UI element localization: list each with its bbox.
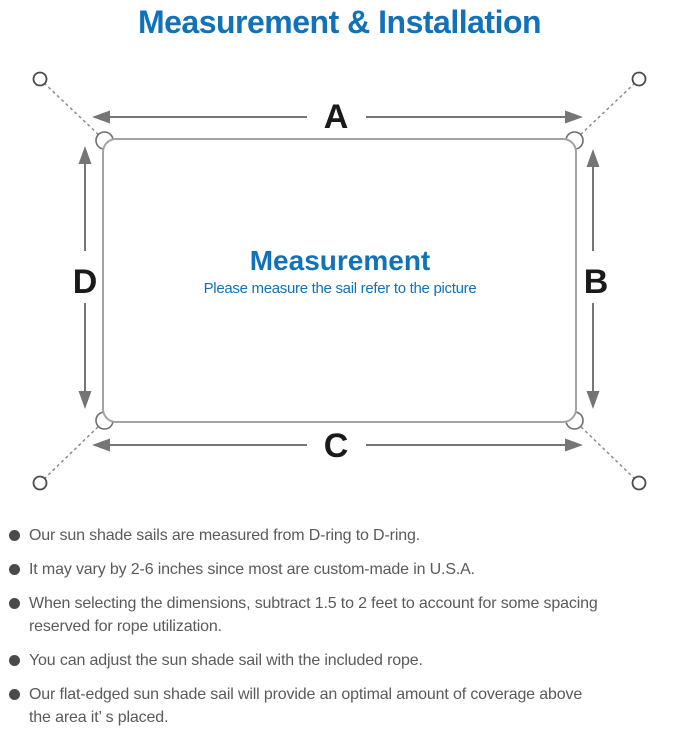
rope-line-top-right-icon [578, 82, 636, 137]
dimension-label-c: C [324, 427, 349, 465]
rope-line-bottom-left-icon [43, 424, 101, 480]
note-text: You can adjust the sun shade sail with t… [29, 652, 423, 669]
bullet-icon [9, 598, 20, 609]
arrow-head-down-icon [586, 391, 600, 409]
arrow-head-right-icon [565, 438, 583, 452]
note-text: Our flat-edged sun shade sail will provi… [29, 686, 583, 726]
list-item: You can adjust the sun shade sail with t… [8, 649, 676, 672]
notes-list: Our sun shade sails are measured from D-… [8, 524, 676, 740]
bullet-icon [9, 564, 20, 575]
bullet-icon [9, 689, 20, 700]
rope-line-top-left-icon [43, 82, 101, 137]
arrow-head-left-icon [92, 438, 110, 452]
list-item: Our sun shade sails are measured from D-… [8, 524, 676, 547]
anchor-ring-bottom-right-icon [631, 475, 647, 491]
sail-measurement-diagram: A C D B Measurement Please measure the s… [32, 71, 647, 491]
arrow-head-down-icon [78, 391, 92, 409]
note-text: Our sun shade sails are measured from D-… [29, 527, 421, 544]
arrow-head-up-icon [78, 146, 92, 164]
list-item: When selecting the dimensions, subtract … [8, 592, 676, 638]
list-item: Our flat-edged sun shade sail will provi… [8, 683, 676, 729]
anchor-ring-top-right-icon [631, 71, 647, 87]
dimension-label-d: D [73, 263, 98, 301]
note-text: When selecting the dimensions, subtract … [29, 595, 598, 635]
arrow-head-left-icon [92, 110, 110, 124]
list-item: It may vary by 2-6 inches since most are… [8, 558, 676, 581]
arrow-head-up-icon [586, 149, 600, 167]
diagram-center-subtitle: Please measure the sail refer to the pic… [204, 280, 477, 297]
arrow-head-right-icon [565, 110, 583, 124]
dimension-label-b: B [584, 263, 609, 301]
bullet-icon [9, 530, 20, 541]
bullet-icon [9, 655, 20, 666]
rope-line-bottom-right-icon [578, 424, 636, 480]
sun-shade-sail-outline [102, 138, 577, 423]
diagram-center-title: Measurement [250, 245, 431, 276]
anchor-ring-top-left-icon [32, 71, 48, 87]
note-text: It may vary by 2-6 inches since most are… [29, 561, 475, 578]
page-title: Measurement & Installation [137, 4, 542, 40]
dimension-label-a: A [324, 98, 349, 136]
anchor-ring-bottom-left-icon [32, 475, 48, 491]
